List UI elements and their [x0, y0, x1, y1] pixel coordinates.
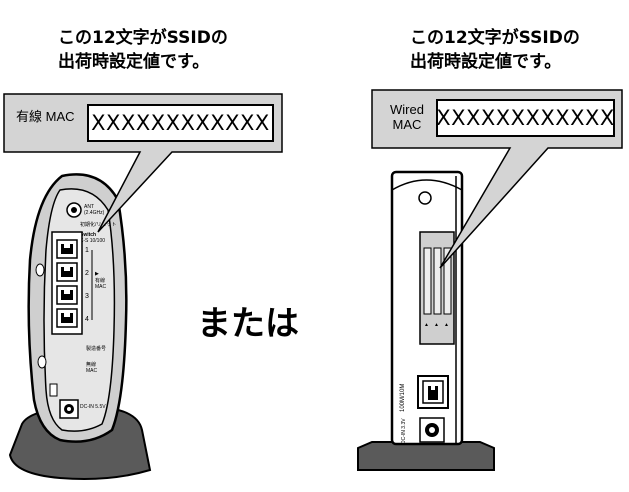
left-caption-line2: 出荷時設定値です。: [58, 52, 210, 72]
right-caption-line1: この12文字がSSIDの: [410, 28, 580, 48]
lan-port: [56, 239, 78, 259]
svg-text:▶: ▶: [95, 271, 99, 277]
svg-text:▲: ▲: [434, 322, 439, 328]
right-device-button: [418, 191, 432, 205]
right-mac-value-box: XXXXXXXXXXXX: [436, 99, 615, 137]
separator-or-text: または: [197, 304, 299, 344]
right-mac-label-line2: MAC: [392, 117, 422, 132]
svg-text:▲: ▲: [424, 322, 429, 328]
right-caption: この12文字がSSIDの出荷時設定値です。: [410, 26, 580, 74]
left-mac-label: 有線 MAC: [16, 109, 75, 124]
svg-text:有線: 有線: [95, 277, 105, 284]
svg-text:無線: 無線: [86, 361, 96, 368]
right-power-label: DC-IN 3.3V: [401, 418, 407, 444]
lan-port: [56, 262, 78, 282]
svg-text:▲: ▲: [444, 322, 449, 328]
left-side-hole: [35, 263, 45, 277]
left-mac-value-box: XXXXXXXXXXXX: [87, 104, 274, 142]
svg-text:初期化/リセット: 初期化/リセット: [80, 221, 116, 228]
left-caption: この12文字がSSIDの出荷時設定値です。: [58, 26, 228, 74]
left-caption-line1: この12文字がSSIDの: [58, 28, 228, 48]
right-lan-label: 100M/10M: [400, 384, 406, 412]
svg-text:製造番号: 製造番号: [86, 345, 106, 352]
port-number-label: 3: [85, 293, 89, 300]
left-side-hole: [37, 355, 47, 369]
port-number-label: 1: [85, 247, 89, 254]
svg-text:(2.4GHz): (2.4GHz): [84, 210, 105, 216]
port-number-label: 4: [85, 316, 89, 323]
right-mac-label-line1: Wired: [390, 102, 424, 117]
right-device-illustration: ▲ ▲ ▲ 100M/10M DC-IN 3.3V: [357, 170, 495, 471]
svg-text:Switch: Switch: [80, 232, 96, 238]
port-number-label: 2: [85, 270, 89, 277]
svg-text:MAC: MAC: [95, 284, 107, 290]
svg-text:ANT: ANT: [84, 204, 94, 210]
svg-text:X-S 10/100: X-S 10/100: [80, 238, 105, 244]
right-caption-line2: 出荷時設定値です。: [410, 52, 562, 72]
svg-text:MAC: MAC: [86, 368, 98, 374]
left-router-illustration: ANT (2.4GHz) 初期化/リセット Switch X-S 10/100: [8, 173, 152, 480]
right-device-base: [357, 441, 495, 471]
left-power-label: DC-IN 5.5V: [80, 404, 106, 410]
lan-port: [56, 285, 78, 305]
lan-port: [56, 308, 78, 328]
